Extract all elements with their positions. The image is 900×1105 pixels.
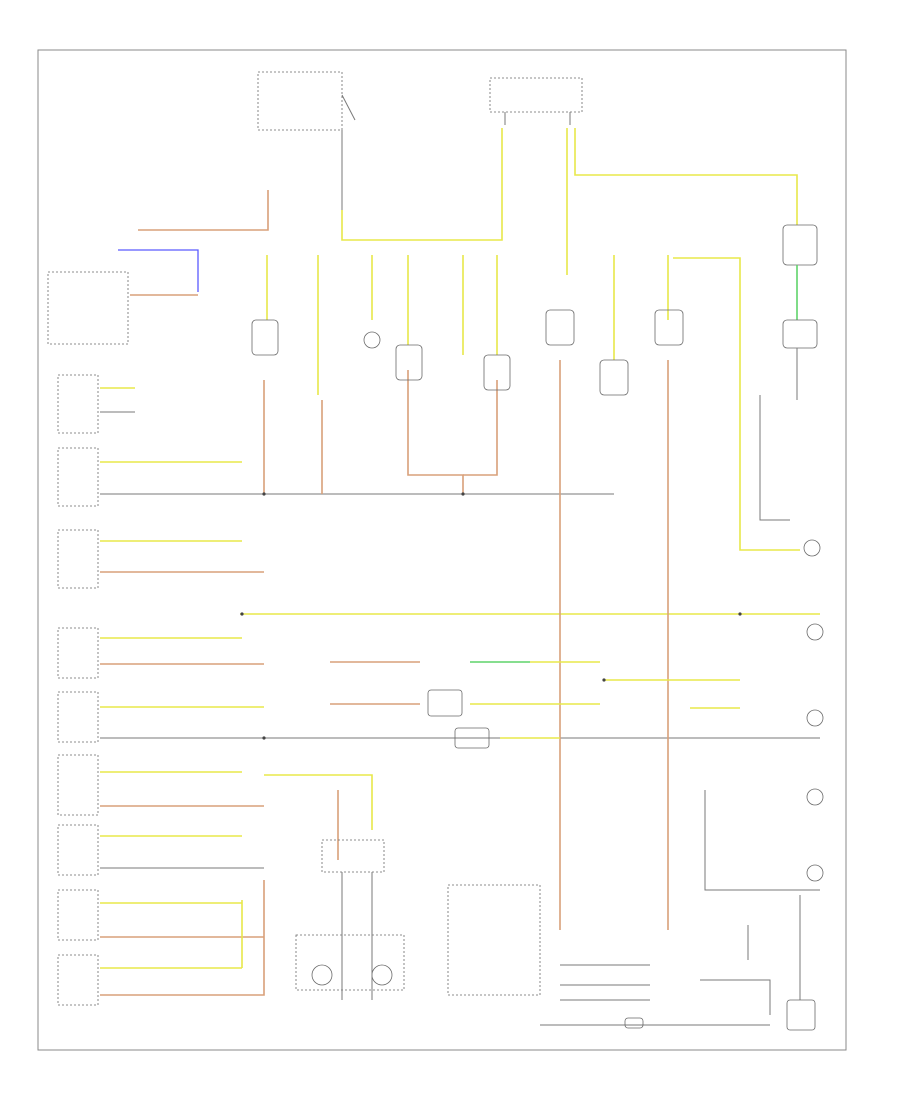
wire-v-o3	[407, 370, 464, 494]
headlamp-relay	[489, 77, 583, 125]
cluster-box	[321, 839, 385, 873]
lower-lamp-1	[311, 964, 333, 986]
steering-box	[295, 934, 405, 991]
diagram-frame	[37, 49, 847, 1051]
light-switch	[47, 271, 129, 345]
wire-v-o4	[463, 380, 498, 476]
fuse-box-top	[257, 71, 356, 210]
wire-relay-right	[574, 128, 798, 225]
wire-l-1	[264, 774, 373, 830]
center-components	[251, 309, 684, 749]
wire-blue	[118, 249, 199, 292]
bottom-right-block	[447, 884, 771, 1029]
right-column	[704, 224, 824, 1031]
wire-top-loop	[341, 128, 503, 241]
left-switch-column	[57, 374, 99, 1006]
battery-symbol	[803, 539, 821, 557]
connector-dots	[240, 492, 742, 740]
lower-lamp-2	[371, 964, 393, 986]
wire-h-18	[100, 880, 265, 996]
wire-right-feed	[673, 257, 800, 551]
wire-top-left-orange	[138, 190, 269, 231]
